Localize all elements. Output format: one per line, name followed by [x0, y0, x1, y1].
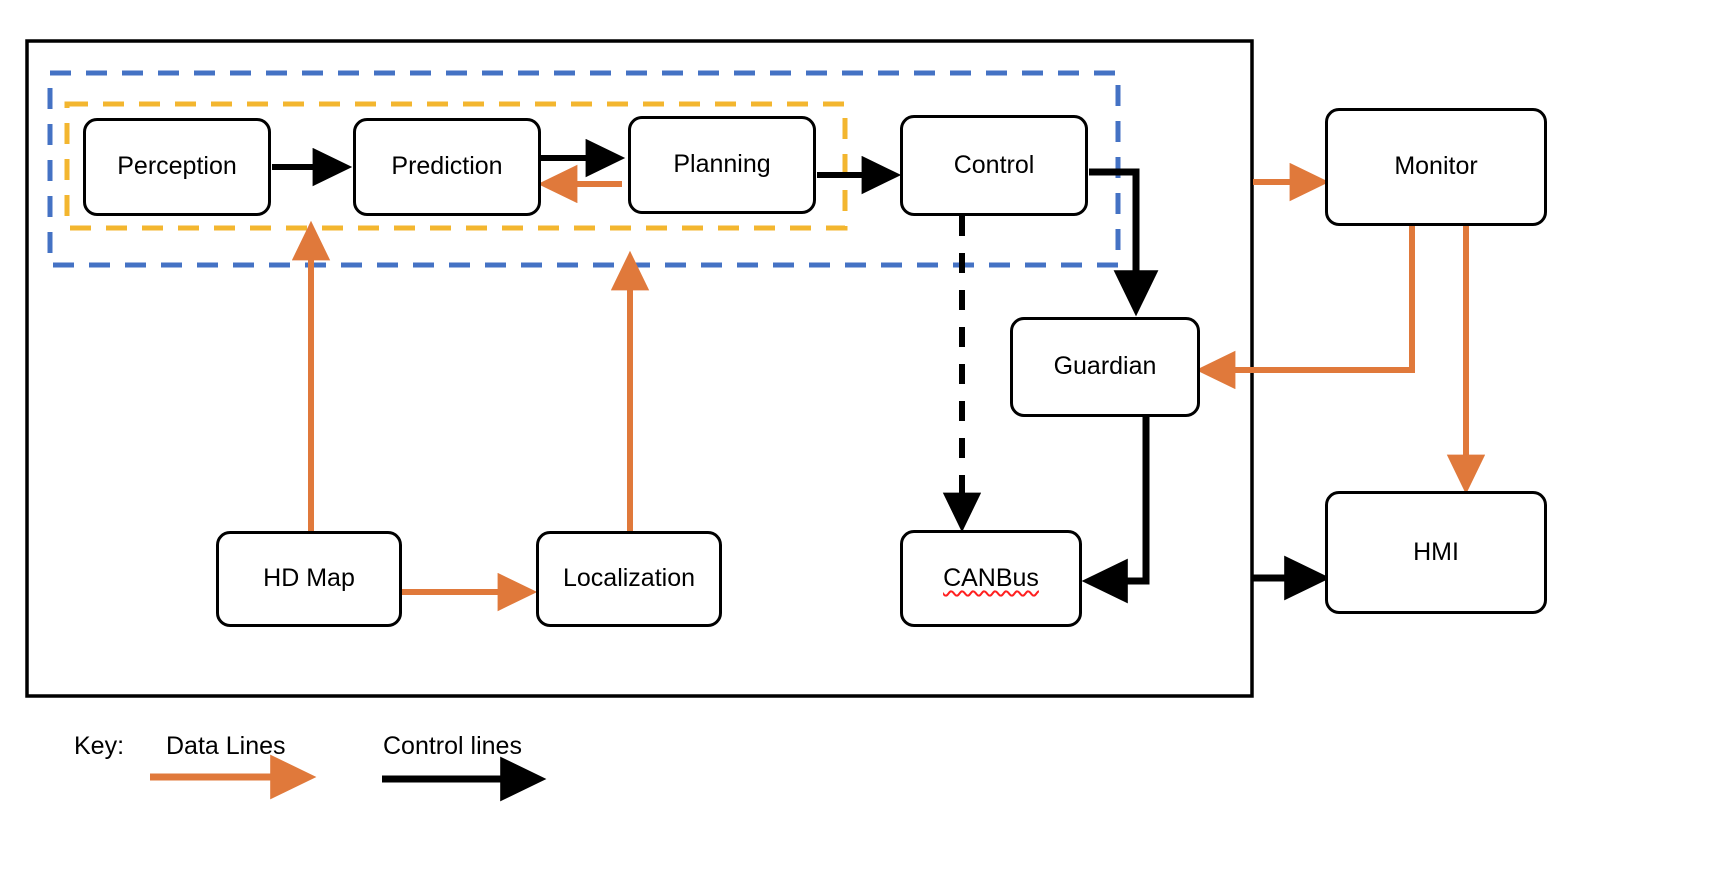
key-control-label: Control lines — [383, 732, 522, 760]
edge-guardian-canbus — [1081, 417, 1150, 604]
node-label-hd-map: HD Map — [263, 564, 355, 593]
node-hmi[interactable]: HMI — [1325, 491, 1547, 614]
key-title-wrapper: Key: — [74, 732, 124, 761]
node-label-control: Control — [953, 150, 1035, 179]
key-control-label-wrapper: Control lines — [383, 732, 522, 761]
node-hd-map[interactable]: HD Map — [216, 531, 402, 627]
node-monitor[interactable]: Monitor — [1325, 108, 1547, 226]
node-guardian[interactable]: Guardian — [1010, 317, 1200, 417]
node-label-monitor: Monitor — [1394, 152, 1478, 181]
edge-monitor-guardian — [1195, 226, 1415, 390]
node-label-localization: Localization — [562, 564, 696, 593]
node-label-hmi: HMI — [1413, 537, 1459, 566]
node-localization[interactable]: Localization — [536, 531, 722, 627]
node-control[interactable]: Control — [900, 115, 1088, 216]
key-data-label-wrapper: Data Lines — [166, 732, 286, 761]
node-label-canbus: CANBus — [943, 563, 1039, 592]
node-perception[interactable]: Perception — [83, 118, 271, 216]
node-planning[interactable]: Planning — [628, 116, 816, 214]
node-label-perception: Perception — [117, 152, 237, 181]
key-title: Key: — [74, 732, 125, 760]
node-canbus[interactable]: CANBus — [900, 530, 1082, 627]
node-label-planning: Planning — [673, 150, 771, 179]
node-prediction[interactable]: Prediction — [353, 118, 541, 216]
key-data-label: Data Lines — [166, 732, 286, 760]
node-label-prediction: Prediction — [391, 152, 503, 181]
node-label-guardian: Guardian — [1053, 352, 1157, 381]
edge-control-guardian — [1089, 168, 1159, 317]
